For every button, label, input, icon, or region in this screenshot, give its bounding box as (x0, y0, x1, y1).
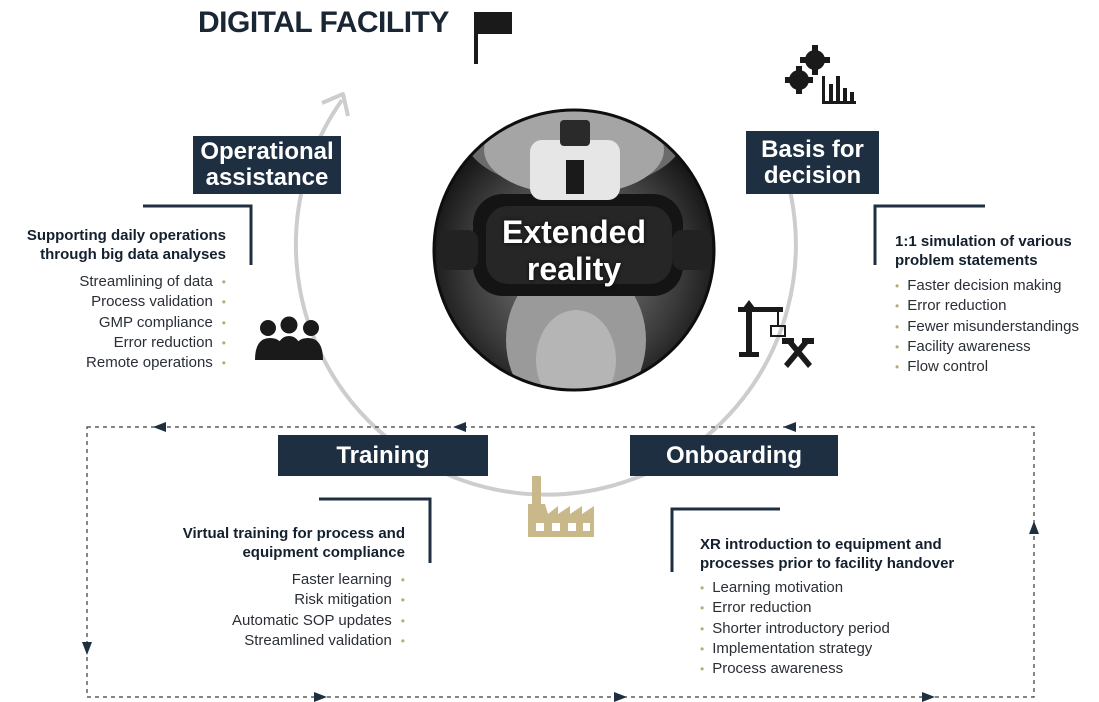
training-heading: Virtual training for process and equipme… (150, 524, 405, 562)
list-item: Streamlining of data (6, 272, 226, 292)
list-item: Facility awareness (895, 337, 1099, 357)
basis-text-block: 1:1 simulation of various problem statem… (895, 232, 1099, 377)
center-label-line-1: Extended (501, 214, 647, 250)
basis-list: Faster decision making Error reduction F… (895, 276, 1099, 377)
loop-arrow-top-2 (453, 422, 466, 432)
bracket-basis (873, 204, 985, 265)
dashed-loop (86, 426, 1035, 698)
list-item: Faster learning (150, 570, 405, 590)
people-group-icon (255, 316, 323, 360)
page-title: DIGITAL FACILITY (198, 6, 449, 39)
training-heading-line-1: Virtual training for process and (182, 525, 405, 542)
training-text-block: Virtual training for process and equipme… (150, 524, 405, 651)
list-item: Process validation (6, 292, 226, 312)
basis-label-line-2: decision (763, 161, 862, 189)
gears-chart-icon (785, 45, 856, 104)
flag-icon (474, 12, 512, 64)
list-item: Fewer misunderstandings (895, 317, 1099, 337)
list-item: Risk mitigation (150, 590, 405, 610)
onboarding-heading: XR introduction to equipment and process… (700, 535, 1000, 573)
center-label-line-2: reality (526, 251, 622, 287)
loop-arrow-bottom-3 (922, 692, 935, 702)
operational-heading: Supporting daily operations through big … (6, 226, 226, 264)
onboarding-heading-line-2: processes prior to facility handover (700, 555, 955, 572)
basis-for-decision-label: Basis for decision (746, 131, 879, 194)
list-item: Process awareness (700, 659, 1000, 679)
crane-tools-icon (738, 300, 814, 368)
list-item: Learning motivation (700, 578, 1000, 598)
loop-arrow-left (82, 642, 92, 655)
basis-heading-line-2: problem statements (895, 252, 1038, 269)
cycle-arc (293, 98, 798, 497)
operational-heading-line-2: through big data analyses (40, 246, 226, 263)
list-item: Error reduction (895, 296, 1099, 316)
list-item: Streamlined validation (150, 631, 405, 651)
list-item: Shorter introductory period (700, 619, 1000, 639)
factory-icon (528, 476, 594, 537)
list-item: GMP compliance (6, 313, 226, 333)
vr-headset-image (434, 110, 714, 390)
loop-arrow-top-1 (153, 422, 166, 432)
loop-arrow-right (1029, 521, 1039, 534)
bracket-operational (143, 204, 253, 265)
operational-assistance-label: Operational assistance (193, 136, 341, 194)
onboarding-text-block: XR introduction to equipment and process… (700, 535, 1000, 679)
training-heading-line-2: equipment compliance (242, 544, 405, 561)
list-item: Implementation strategy (700, 639, 1000, 659)
list-item: Faster decision making (895, 276, 1099, 296)
cycle-arrowhead (321, 92, 350, 117)
training-list: Faster learning Risk mitigation Automati… (150, 570, 405, 651)
operational-heading-line-1: Supporting daily operations (26, 227, 226, 244)
operational-label-line-1: Operational (200, 138, 334, 165)
list-item: Remote operations (6, 353, 226, 373)
list-item: Error reduction (6, 333, 226, 353)
basis-heading-line-1: 1:1 simulation of various (895, 233, 1072, 250)
onboarding-heading-line-1: XR introduction to equipment and (700, 536, 942, 553)
center-label: Extended reality (484, 214, 664, 288)
bracket-training (319, 497, 432, 563)
bracket-onboarding (670, 507, 780, 572)
loop-arrow-bottom-1 (314, 692, 327, 702)
onboarding-list: Learning motivation Error reduction Shor… (700, 578, 1000, 679)
training-label: Training (278, 435, 488, 476)
onboarding-label: Onboarding (630, 435, 838, 476)
basis-heading: 1:1 simulation of various problem statem… (895, 232, 1099, 270)
list-item: Error reduction (700, 598, 1000, 618)
list-item: Flow control (895, 357, 1099, 377)
loop-arrow-top-3 (783, 422, 796, 432)
list-item: Automatic SOP updates (150, 611, 405, 631)
operational-label-line-2: assistance (205, 164, 329, 191)
basis-label-line-1: Basis for (761, 135, 864, 163)
operational-text-block: Supporting daily operations through big … (6, 226, 226, 373)
loop-arrow-bottom-2 (614, 692, 627, 702)
operational-list: Streamlining of data Process validation … (6, 272, 226, 373)
